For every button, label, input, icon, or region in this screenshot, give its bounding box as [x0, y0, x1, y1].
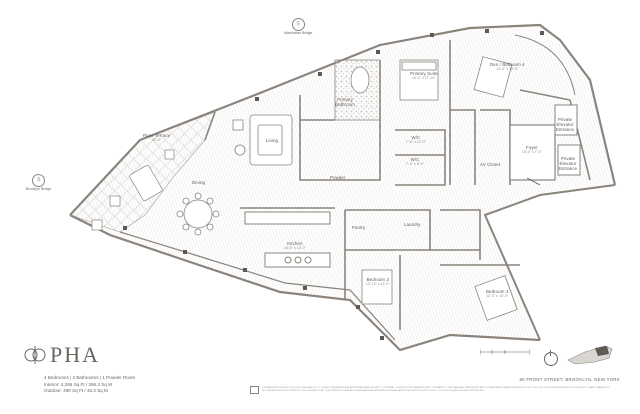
door-swing — [526, 177, 541, 186]
living-furniture — [232, 114, 293, 166]
brooklyn-bridge-label: Brooklyn Bridge — [26, 187, 52, 191]
elevator-2 — [557, 144, 581, 176]
unit-specs: 4 Bedrooms | 3 Bathrooms | 1 Powder Room… — [44, 375, 135, 395]
room-label-pantry: Pantry — [352, 225, 366, 230]
specs-rooms: 4 Bedrooms | 3 Bathrooms | 1 Powder Room — [44, 375, 136, 380]
brand-block: PHA — [24, 342, 100, 368]
brooklyn-bridge-marker: ≡ Brooklyn Bridge — [26, 174, 51, 192]
bridge-icon: ≡ — [291, 18, 305, 31]
room-label-powder: Powder — [330, 175, 346, 180]
room-label-dining: Dining — [192, 180, 206, 185]
room-label-living: Living — [266, 138, 279, 143]
legal-disclaimer: CERTAIN WORK SHOWN ON FLOOR PLANS ARE NO… — [262, 387, 610, 392]
inner-facade — [119, 231, 396, 341]
exterior-wall-south — [69, 214, 541, 352]
manhattan-bridge-marker: ≡ Manhattan Bridge — [284, 18, 312, 36]
bathtub — [350, 66, 370, 94]
beds — [361, 56, 518, 321]
room-label-av-closet: AV Closet — [480, 162, 501, 167]
equal-housing-icon — [250, 386, 259, 394]
dining-table — [176, 192, 220, 236]
curved-wall — [514, 34, 576, 96]
specs-interior: Interior: 4,266 Sq Ft / 396.3 Sq M — [44, 381, 112, 387]
room-label-elevator-1: Private Elevator Entrance — [555, 117, 575, 132]
terrace-furniture — [91, 149, 175, 231]
north-arrow-icon — [544, 350, 558, 366]
scale-bar — [480, 349, 530, 355]
exterior-wall — [69, 23, 617, 216]
pha-logo-icon — [24, 346, 46, 364]
bridge-icon: ≡ — [32, 174, 46, 187]
kitchen-counters — [244, 211, 331, 268]
specs-outdoor: Outdoor: 498 Sq Ft / 46.3 Sq M — [44, 388, 108, 394]
elevator-1 — [554, 104, 578, 136]
key-plan — [567, 345, 613, 365]
room-label-primary-bathroom: Primary Bathroom — [335, 97, 355, 107]
manhattan-bridge-label: Manhattan Bridge — [284, 31, 313, 35]
building-address: 80 FRONT STREET, BROOKLYN, NEW YORK — [519, 377, 620, 382]
room-label-laundry: Laundry — [404, 222, 421, 227]
east-wall — [483, 184, 616, 341]
columns — [123, 29, 544, 340]
brand-name: PHA — [50, 342, 101, 367]
apartment-floor — [70, 25, 615, 350]
foyer-area — [509, 124, 556, 181]
room-label-elevator-2: Private Elevator Entrance — [558, 156, 578, 171]
